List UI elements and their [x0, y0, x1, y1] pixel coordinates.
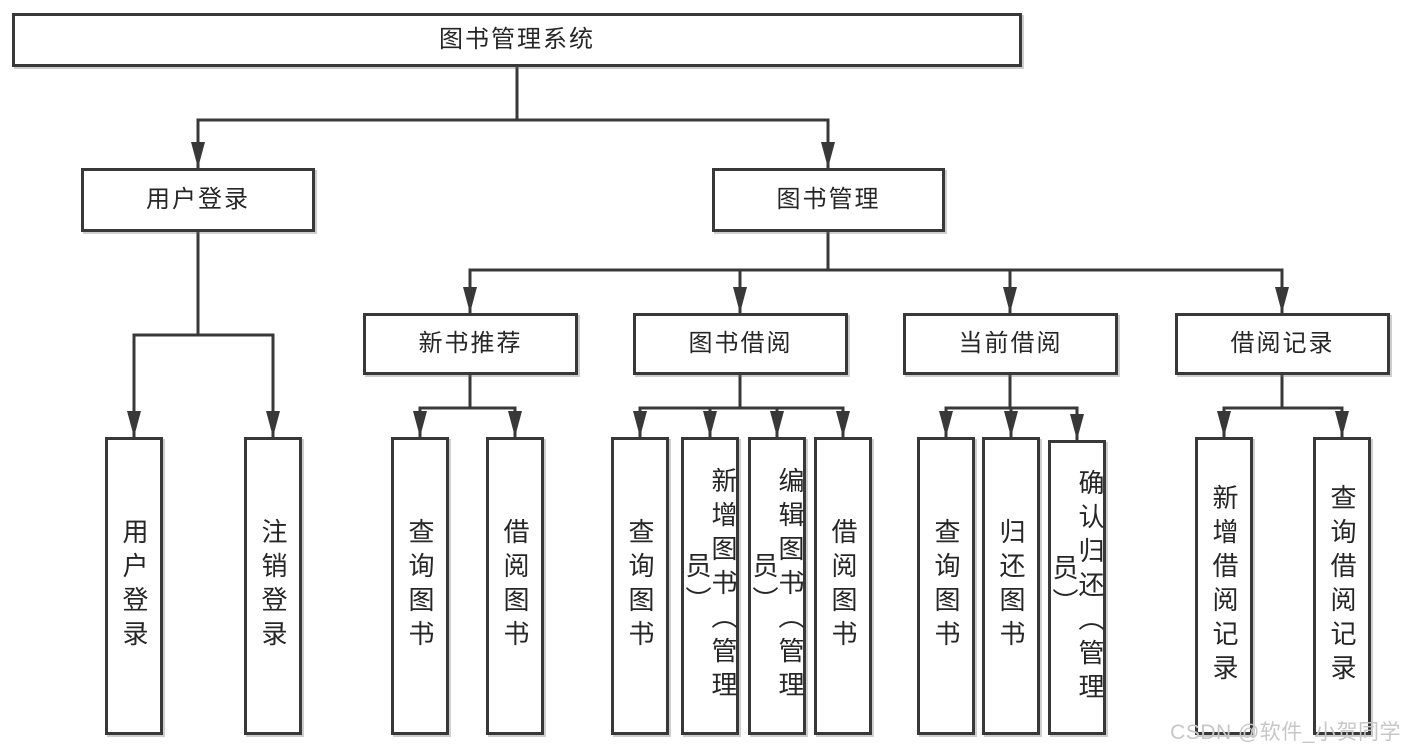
- node-user-login: 用户登录: [81, 168, 315, 232]
- node-new-book-recommend: 新书推荐: [363, 313, 578, 375]
- arrowhead-icon: [1335, 411, 1349, 437]
- arrowhead-icon: [1004, 411, 1018, 437]
- node-leaf-return-books: 归还图书: [982, 437, 1040, 735]
- arrowhead-icon: [1003, 287, 1017, 313]
- node-leaf-borrow-books-recommend: 借阅图书: [486, 437, 544, 735]
- connector: [939, 375, 1084, 440]
- node-leaf-add-book-admin: 新增图书（管理员）: [681, 437, 739, 735]
- node-book-borrowing: 图书借阅: [633, 313, 848, 375]
- arrowhead-icon: [127, 411, 141, 437]
- node-leaf-query-books-current: 查询图书: [917, 437, 975, 735]
- node-leaf-user-login: 用户登录: [105, 437, 163, 735]
- arrowhead-icon: [1070, 414, 1084, 440]
- node-leaf-query-borrow-record: 查询借阅记录: [1313, 437, 1371, 735]
- node-book-management: 图书管理: [712, 168, 945, 232]
- arrowhead-icon: [821, 142, 835, 168]
- arrowhead-icon: [939, 411, 953, 437]
- connector: [633, 375, 850, 437]
- arrowhead-icon: [508, 411, 522, 437]
- node-current-borrowing: 当前借阅: [903, 313, 1118, 375]
- node-system-root: 图书管理系统: [12, 13, 1022, 67]
- connector: [413, 375, 522, 437]
- arrowhead-icon: [1217, 411, 1231, 437]
- node-leaf-logout: 注销登录: [244, 437, 302, 735]
- arrowhead-icon: [266, 411, 280, 437]
- connector: [463, 232, 1289, 313]
- node-leaf-add-borrow-record: 新增借阅记录: [1195, 437, 1253, 735]
- arrowhead-icon: [413, 411, 427, 437]
- arrowhead-icon: [733, 287, 747, 313]
- node-leaf-query-books-recommend: 查询图书: [391, 437, 449, 735]
- arrowhead-icon: [1275, 287, 1289, 313]
- arrowhead-icon: [633, 411, 647, 437]
- connector: [191, 67, 835, 168]
- arrowhead-icon: [703, 411, 717, 437]
- node-leaf-confirm-return-admin: 确认归还（管理员）: [1048, 440, 1106, 735]
- watermark: CSDN @软件_小贺同学: [1170, 721, 1401, 744]
- arrowhead-icon: [836, 411, 850, 437]
- node-leaf-borrow-books: 借阅图书: [814, 437, 872, 735]
- arrowhead-icon: [770, 411, 784, 437]
- connector: [1217, 375, 1349, 437]
- arrowhead-icon: [463, 287, 477, 313]
- node-leaf-query-books-borrowing: 查询图书: [611, 437, 669, 735]
- arrowhead-icon: [191, 142, 205, 168]
- node-borrowing-records: 借阅记录: [1175, 313, 1390, 375]
- node-leaf-edit-book-admin: 编辑图书（管理员）: [748, 437, 806, 735]
- connector: [127, 232, 280, 437]
